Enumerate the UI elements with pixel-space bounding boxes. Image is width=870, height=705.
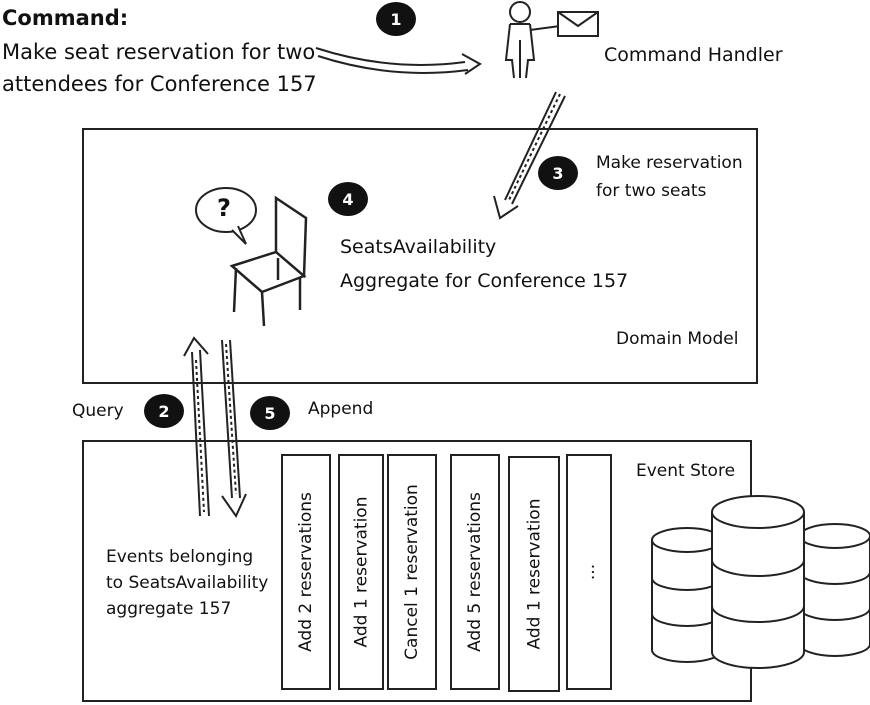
event-column: Add 1 reservation xyxy=(338,454,384,690)
event-label: Add 5 reservations xyxy=(465,492,486,652)
append-label: Append xyxy=(308,399,374,419)
event-column: ... xyxy=(566,454,612,690)
step3-line-2: for two seats xyxy=(596,181,707,201)
command-title: Command: xyxy=(2,6,129,30)
events-note-line-3: aggregate 157 xyxy=(106,599,232,619)
aggregate-line-2: Aggregate for Conference 157 xyxy=(340,270,629,292)
append-arrow xyxy=(221,339,247,519)
command-handler-label: Command Handler xyxy=(604,44,783,66)
event-column: Cancel 1 reservation xyxy=(387,454,437,690)
event-label: Add 1 reservation xyxy=(351,496,371,648)
event-label: Add 2 reservations xyxy=(296,492,317,652)
step3-line-1: Make reservation xyxy=(596,153,743,173)
query-arrow xyxy=(183,336,210,517)
aggregate-line-1: SeatsAvailability xyxy=(340,236,497,258)
command-arrow xyxy=(315,47,482,75)
event-label: Add 1 reservation xyxy=(524,498,544,650)
database-icon xyxy=(651,495,870,669)
badge-step-2: 2 xyxy=(144,394,184,428)
badge-step-1: 1 xyxy=(376,2,416,36)
command-line-2: attendees for Conference 157 xyxy=(2,72,317,96)
badge-step-3: 3 xyxy=(538,156,578,190)
event-column: Add 1 reservation xyxy=(508,456,560,692)
event-label: Cancel 1 reservation xyxy=(402,484,423,660)
event-label: ... xyxy=(579,563,599,581)
domain-model-box xyxy=(82,128,758,384)
badge-step-4: 4 xyxy=(328,182,368,216)
speech-bubble xyxy=(195,187,257,245)
chair-icon xyxy=(229,195,308,327)
question-mark: ? xyxy=(217,194,231,222)
badge-step-5: 5 xyxy=(250,396,290,430)
reservation-arrow xyxy=(493,91,566,220)
event-column: Add 5 reservations xyxy=(450,454,500,690)
events-note-line-2: to SeatsAvailability xyxy=(106,573,269,593)
query-label: Query xyxy=(72,401,124,421)
command-line-1: Make seat reservation for two xyxy=(2,40,316,64)
command-handler-figure xyxy=(504,1,561,79)
domain-model-label: Domain Model xyxy=(616,329,739,349)
envelope-icon xyxy=(557,11,599,37)
event-column: Add 2 reservations xyxy=(281,454,331,690)
events-note-line-1: Events belonging xyxy=(106,547,254,567)
event-store-label: Event Store xyxy=(636,461,736,481)
